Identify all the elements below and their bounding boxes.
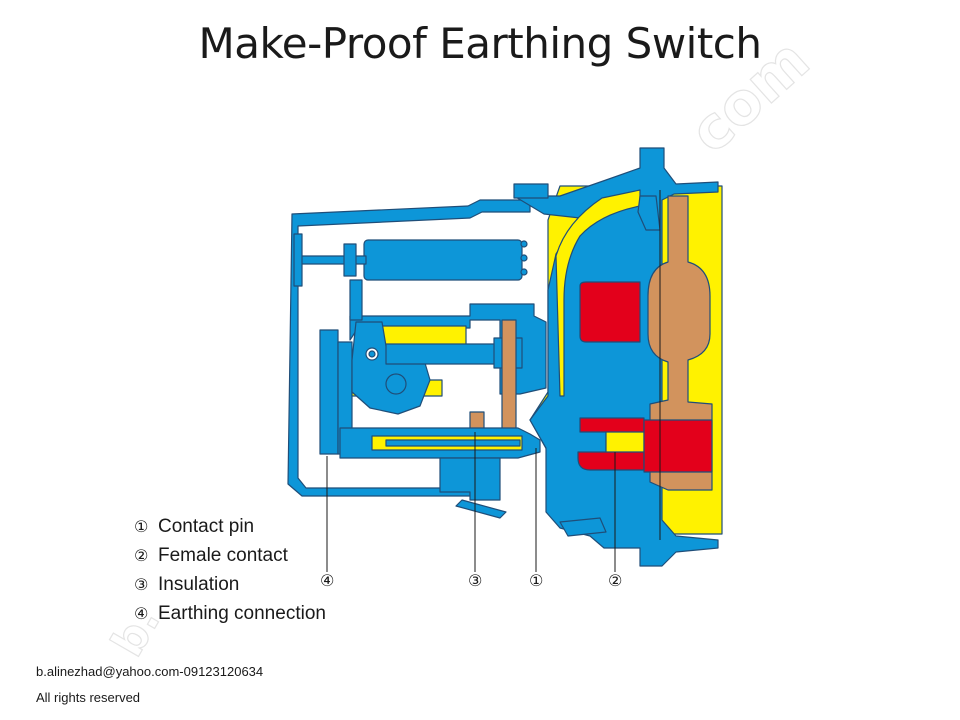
main-busbar: [647, 195, 713, 491]
legend-label: Earthing connection: [158, 603, 326, 624]
footer-contact: b.alinezhad@yahoo.com-09123120634: [36, 664, 264, 679]
callout-3: ③: [468, 571, 483, 590]
page-title: Make-Proof Earthing Switch: [198, 19, 762, 68]
female-contact-slot: [605, 431, 645, 453]
top-cap: [513, 183, 549, 199]
main-contact: [579, 281, 641, 343]
legend-item: ① Contact pin: [134, 512, 326, 541]
legend-label: Female contact: [158, 545, 288, 566]
bottom-flange: [559, 517, 607, 537]
legend-item: ② Female contact: [134, 541, 326, 570]
crank-pivot: [385, 373, 407, 395]
legend-label: Contact pin: [158, 516, 255, 537]
wall-inner: [555, 189, 641, 397]
callout-2: ②: [608, 571, 623, 590]
legend-number: ②: [134, 546, 149, 565]
side-plate: [319, 329, 339, 455]
support-column: [349, 279, 363, 321]
legend-label: Insulation: [158, 574, 240, 595]
footer-rights: All rights reserved: [36, 690, 141, 705]
busbar-contact-sleeve: [643, 419, 713, 473]
legend-number: ④: [134, 604, 149, 623]
legend-number: ①: [134, 517, 149, 536]
drive-cover: [287, 199, 531, 497]
callout-1: ①: [529, 571, 544, 590]
legend: ① Contact pin ② Female contact ③ Insulation…: [134, 512, 326, 628]
actuator-knob: [293, 233, 303, 287]
actuator-flange: [343, 243, 357, 277]
legend-item: ③ Insulation: [134, 570, 326, 599]
top-clamp: [637, 195, 661, 231]
legend-item: ④ Earthing connection: [134, 599, 326, 628]
actuator-cylinder: [363, 239, 523, 281]
callout-4: ④: [320, 571, 335, 590]
link-bar: [385, 343, 497, 365]
crank-lever: [351, 321, 431, 415]
contact-pin: [385, 439, 521, 447]
bottom-bolt: [455, 499, 507, 519]
leader-lines: [326, 190, 661, 572]
insulating-bushing: [501, 319, 517, 433]
lower-flange: [439, 457, 501, 501]
legend-number: ③: [134, 575, 149, 594]
